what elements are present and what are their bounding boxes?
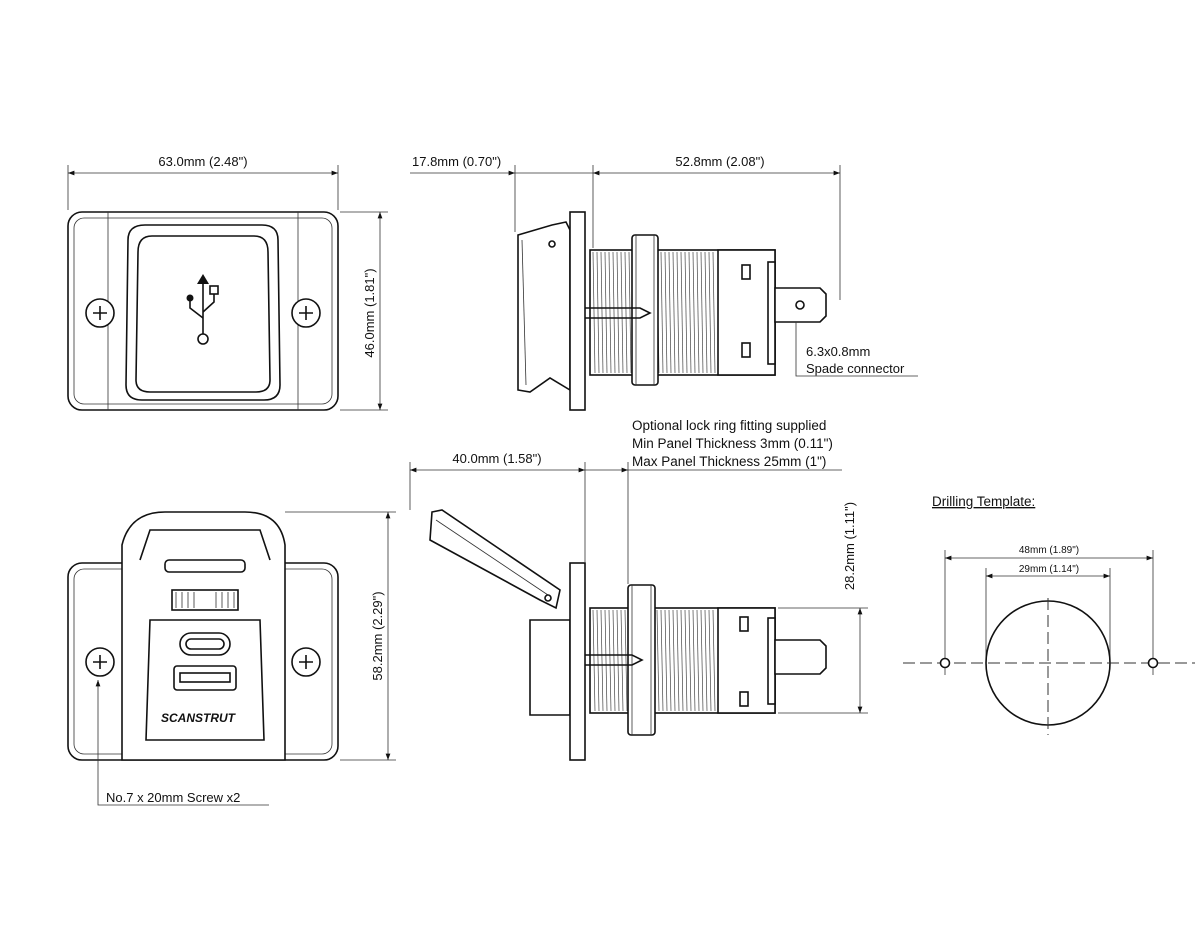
thread-line: [660, 609, 664, 712]
thread-line: [624, 251, 628, 374]
thread-line: [600, 251, 604, 374]
thread-line: [608, 251, 612, 374]
open-front-view: SCANSTRUT 58.2mm (2.29") No.7 x 20mm Scr…: [67, 511, 396, 806]
thread-line: [604, 609, 608, 712]
thread-line: [668, 251, 672, 374]
note-min-thickness: Min Panel Thickness 3mm (0.11"): [632, 436, 833, 451]
screw-icon-left: [85, 647, 115, 677]
thread-line: [696, 609, 700, 712]
thread-line: [628, 251, 632, 374]
front-height-dimension: 46.0mm (1.81"): [362, 268, 377, 357]
thread-line: [692, 251, 696, 374]
spade-connector-label: Spade connector: [806, 361, 905, 376]
hole-diameter-dimension: 29mm (1.14"): [1019, 564, 1079, 575]
front-view: 63.0mm (2.48") 46.0mm (1.81"): [67, 154, 388, 411]
thread-line: [624, 609, 628, 712]
thread-line: [704, 609, 708, 712]
thread-line: [712, 251, 716, 374]
side-view-open: 40.0mm (1.58") Optional lock ring fittin…: [409, 418, 868, 761]
thread-line: [664, 251, 668, 374]
thread-line: [700, 609, 704, 712]
thread-line: [680, 609, 684, 712]
thread-line: [684, 609, 688, 712]
thread-line: [592, 251, 596, 374]
open-depth-dimension: 40.0mm (1.58"): [452, 451, 541, 466]
thread-line: [712, 609, 716, 712]
thread-line: [700, 251, 704, 374]
thread-line: [708, 609, 712, 712]
thread-line: [684, 251, 688, 374]
thread-line: [656, 609, 660, 712]
thread-line: [672, 251, 676, 374]
thread-line: [620, 609, 624, 712]
screw-hole-right: [1147, 657, 1159, 669]
thread-line: [620, 251, 624, 374]
body-length-dimension: 52.8mm (2.08"): [675, 154, 764, 169]
thread-line: [612, 609, 616, 712]
thread-line: [668, 609, 672, 712]
thread-line: [616, 609, 620, 712]
thread-line: [692, 609, 696, 712]
thread-line: [704, 251, 708, 374]
thread-line: [672, 609, 676, 712]
thread-line: [608, 609, 612, 712]
thread-line: [664, 609, 668, 712]
drilling-template: Drilling Template: 48mm (1.89") 29mm (1.…: [903, 494, 1195, 735]
screw-icon-left: [85, 298, 115, 328]
note-lock-ring: Optional lock ring fitting supplied: [632, 418, 826, 433]
side-view-closed: 17.8mm (0.70") 52.8mm (2.08") 6.3x0.8mm …: [410, 154, 918, 411]
hole-spacing-dimension: 48mm (1.89"): [1019, 545, 1079, 556]
body-height-dimension: 28.2mm (1.11"): [842, 502, 857, 590]
note-max-thickness: Max Panel Thickness 25mm (1"): [632, 454, 826, 469]
usb-icon: [186, 274, 219, 345]
thread-line: [708, 251, 712, 374]
thread-line: [612, 251, 616, 374]
screw-label: No.7 x 20mm Screw x2: [106, 790, 240, 805]
thread-line: [696, 251, 700, 374]
spade-size-label: 6.3x0.8mm: [806, 344, 870, 359]
thread-line: [596, 251, 600, 374]
screw-icon-right: [291, 298, 321, 328]
open-height-dimension: 58.2mm (2.29"): [370, 591, 385, 680]
thread-line: [676, 251, 680, 374]
thread-line: [600, 609, 604, 712]
thread-line: [660, 251, 664, 374]
thread-line: [680, 251, 684, 374]
bezel-depth-dimension: 17.8mm (0.70"): [412, 154, 501, 169]
drilling-template-title: Drilling Template:: [932, 494, 1035, 509]
thread-line: [688, 251, 692, 374]
screw-icon-right: [291, 647, 321, 677]
thread-line: [676, 609, 680, 712]
thread-line: [592, 609, 596, 712]
thread-line: [604, 251, 608, 374]
front-width-dimension: 63.0mm (2.48"): [158, 154, 247, 169]
thread-line: [688, 609, 692, 712]
thread-line: [596, 609, 600, 712]
scanstrut-logo: SCANSTRUT: [161, 711, 237, 725]
screw-hole-left: [939, 657, 951, 669]
thread-line: [616, 251, 620, 374]
